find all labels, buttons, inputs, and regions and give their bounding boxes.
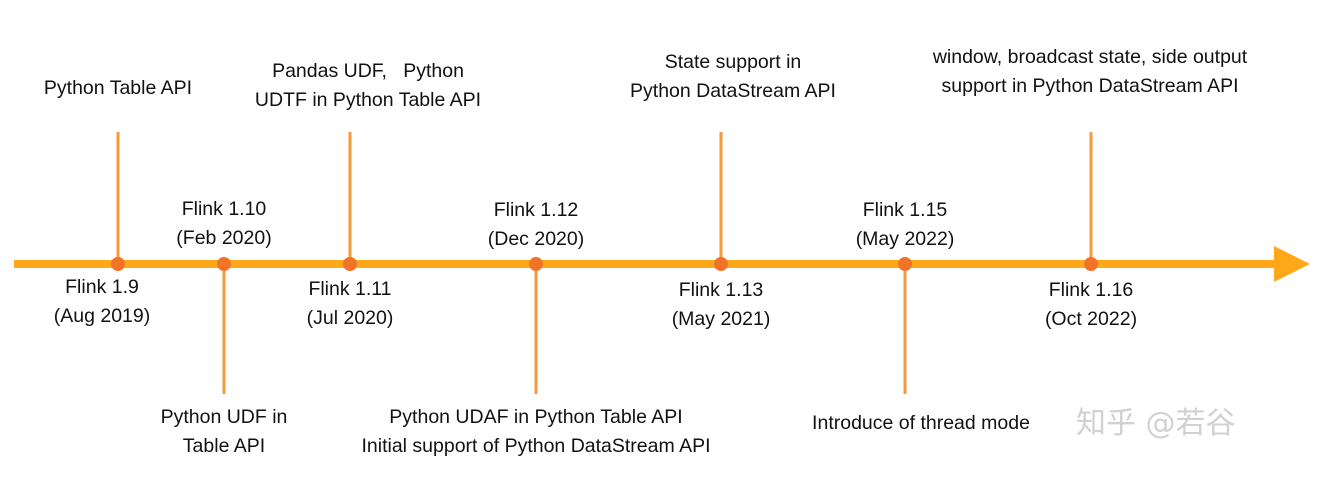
marker-flink-1-9: [111, 257, 125, 271]
marker-flink-1-16: [1084, 257, 1098, 271]
marker-flink-1-10: [217, 257, 231, 271]
release-date: (Jul 2020): [306, 307, 394, 329]
milestone-label-flink-1-9: Flink 1.9 (Aug 2019): [54, 273, 150, 331]
timeline-axis-line: [14, 260, 1276, 268]
milestone-label-flink-1-12: Flink 1.12 (Dec 2020): [488, 196, 584, 254]
version-label: Flink 1.11: [308, 278, 392, 300]
timeline-arrowhead: [1274, 246, 1310, 282]
version-label: Flink 1.13: [678, 279, 764, 301]
zhihu-watermark: 知乎 @若谷: [1076, 406, 1236, 441]
feature-text-flink-1-9: Python Table API: [43, 77, 193, 99]
version-label: Flink 1.15: [862, 199, 948, 221]
milestone-label-flink-1-10: Flink 1.10 (Feb 2020): [176, 195, 271, 253]
version-label: Flink 1.12: [493, 199, 579, 221]
feature-text-flink-1-12: Python UDAF in Python Table API Initial …: [361, 406, 711, 457]
marker-flink-1-15: [898, 257, 912, 271]
feature-text-flink-1-13: State support in Python DataStream API: [630, 51, 836, 102]
feature-text-flink-1-11: Pandas UDF, Python UDTF in Python Table …: [254, 60, 482, 111]
feature-text-flink-1-10: Python UDF in Table API: [160, 406, 288, 457]
version-label: Flink 1.9: [65, 276, 139, 298]
release-date: (Feb 2020): [176, 227, 272, 249]
feature-text-flink-1-16: window, broadcast state, side output sup…: [932, 46, 1248, 97]
version-label: Flink 1.10: [181, 198, 267, 220]
release-date: (May 2021): [671, 308, 771, 330]
milestone-label-flink-1-13: Flink 1.13 (May 2021): [672, 276, 771, 334]
release-date: (Aug 2019): [53, 305, 151, 327]
milestone-label-flink-1-16: Flink 1.16 (Oct 2022): [1045, 276, 1137, 334]
milestone-label-flink-1-15: Flink 1.15 (May 2022): [856, 196, 955, 254]
feature-text-flink-1-15: Introduce of thread mode: [812, 412, 1030, 434]
marker-flink-1-11: [343, 257, 357, 271]
release-date: (Oct 2022): [1044, 308, 1138, 330]
release-date: (Dec 2020): [487, 228, 585, 250]
milestone-label-flink-1-11: Flink 1.11 (Jul 2020): [307, 275, 394, 333]
release-date: (May 2022): [855, 228, 955, 250]
version-label: Flink 1.16: [1048, 279, 1134, 301]
marker-flink-1-12: [529, 257, 543, 271]
marker-flink-1-13: [714, 257, 728, 271]
